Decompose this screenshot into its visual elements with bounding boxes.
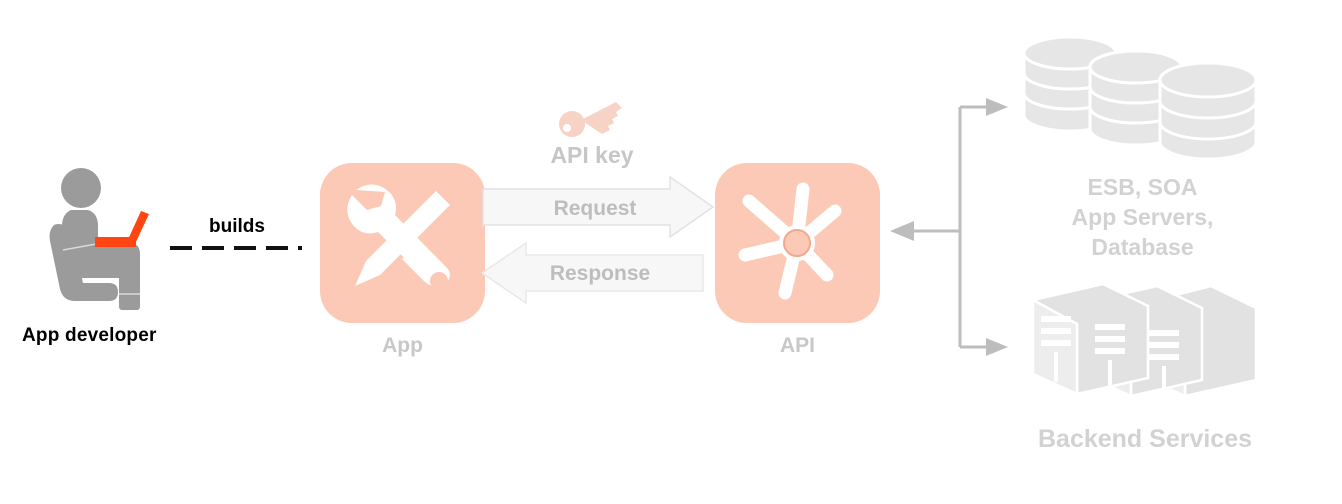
key-icon (556, 98, 626, 138)
database-label-line-1: ESB, SOA (1087, 174, 1198, 200)
database-label: ESB, SOA App Servers, Database (1020, 172, 1265, 262)
builds-label: builds (209, 216, 265, 237)
database-label-line-2: App Servers, (1071, 204, 1214, 230)
api-label: API (779, 334, 815, 357)
database-label-line-3: Database (1091, 234, 1194, 260)
response-label: Response (549, 262, 651, 285)
api-key-label: API key (550, 142, 634, 168)
request-arrow (482, 175, 715, 239)
api-tile[interactable] (715, 163, 880, 323)
arrowhead-to-api (890, 221, 914, 241)
app-developer-label: App developer (22, 325, 157, 346)
app-label: App (382, 334, 423, 357)
wrench-and-pencil-icon (347, 184, 450, 290)
backend-services-label: Backend Services (1037, 425, 1253, 453)
server-racks-icon (1025, 282, 1260, 398)
api-hub-star-icon (738, 182, 842, 300)
request-label: Request (553, 197, 637, 220)
app-tile[interactable] (320, 163, 485, 323)
arrowhead-to-database (986, 98, 1008, 116)
database-cylinders-icon (1020, 35, 1260, 161)
arrowhead-to-servers (986, 338, 1008, 356)
app-developer-icon (40, 160, 180, 310)
backend-connector-lines (880, 85, 1010, 375)
builds-dashed-line (170, 246, 302, 250)
response-arrow (480, 241, 704, 305)
